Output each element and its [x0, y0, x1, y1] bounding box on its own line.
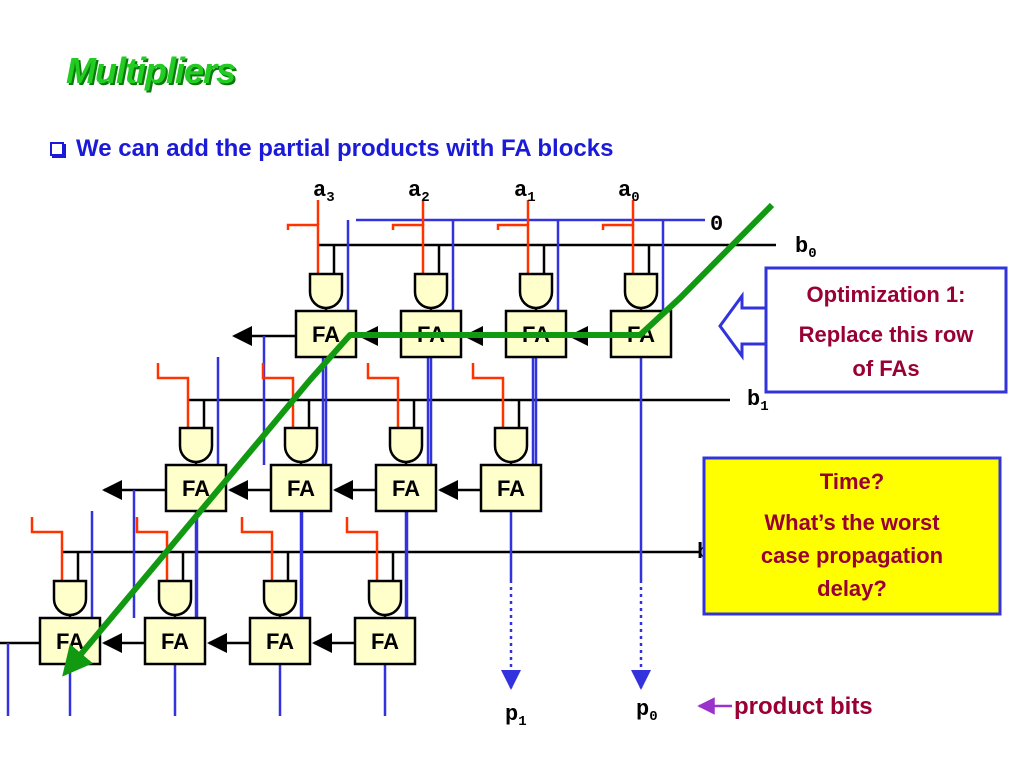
time-line-2: What’s the worst	[764, 510, 940, 535]
and-gate-r0-c0	[308, 272, 344, 310]
label-a0: a0	[618, 178, 640, 206]
label-p1: p1	[505, 702, 527, 730]
fa-label-r0-c0: FA	[312, 322, 340, 347]
and-gate-r1-c0	[178, 426, 214, 464]
fa-label-r2-c0: FA	[56, 629, 84, 654]
fa-label-r1-c3: FA	[497, 476, 525, 501]
label-zero: 0	[710, 212, 723, 237]
and-gate-r1-c2	[388, 426, 424, 464]
fa-label-r2-c1: FA	[161, 629, 189, 654]
optimization-line-3: of FAs	[852, 356, 919, 381]
time-question-box: Time? What’s the worst case propagation …	[702, 456, 1002, 616]
time-line-3: case propagation	[761, 543, 943, 568]
optimization-line-1: Optimization 1:	[807, 282, 966, 307]
critical-path-line	[62, 202, 775, 677]
and-gate-r0-c1	[413, 272, 449, 310]
label-a1: a1	[514, 178, 536, 206]
and-gate-r2-c3	[367, 579, 403, 617]
a-input-wire-r2-c3	[345, 517, 379, 581]
fa-block-r2-c1	[143, 616, 207, 666]
a-input-wire-r1-c2	[366, 363, 400, 428]
and-gate-r2-c0	[52, 579, 88, 617]
bullet-text: We can add the partial products with FA …	[76, 135, 614, 162]
a-input-wire-r0-c3	[601, 223, 635, 274]
slide-title: Multipliers	[66, 50, 236, 91]
fa-label-r1-c1: FA	[287, 476, 315, 501]
a-input-wire-r0-c2	[496, 223, 530, 274]
optimization-callout: Optimization 1: Replace this row of FAs	[718, 266, 1008, 394]
and-gate-r1-c3	[493, 426, 529, 464]
checkbox-bullet-icon	[50, 142, 64, 156]
a-input-wire-r1-c3	[471, 363, 505, 428]
fa-label-r1-c2: FA	[392, 476, 420, 501]
fa-block-r1-c3	[479, 463, 543, 513]
callout-arrow-icon	[718, 291, 766, 361]
fa-label-r2-c3: FA	[371, 629, 399, 654]
label-a2: a2	[408, 178, 430, 206]
label-b1: b1	[747, 387, 769, 415]
optimization-line-2: Replace this row	[799, 322, 975, 347]
a-input-wire-r1-c0	[156, 363, 190, 428]
and-gate-r1-c1	[283, 426, 319, 464]
fa-label-r1-c0: FA	[182, 476, 210, 501]
bullet-item: We can add the partial products with FA …	[50, 135, 613, 163]
critical-path	[62, 202, 775, 677]
label-a3: a3	[313, 178, 335, 206]
a-input-wire-r0-c0	[286, 223, 320, 274]
fa-block-r2-c3	[353, 616, 417, 666]
and-gate-r0-c3	[623, 272, 659, 310]
label-b0: b0	[795, 234, 817, 262]
label-p0: p0	[636, 697, 658, 725]
fa-block-r1-c1	[269, 463, 333, 513]
and-gate-r2-c1	[157, 579, 193, 617]
product-bits-label: product bits	[734, 693, 873, 720]
fa-block-r1-c2	[374, 463, 438, 513]
and-gate-r2-c2	[262, 579, 298, 617]
optimization-box	[764, 266, 1008, 394]
fa-block-r1-c0	[164, 463, 228, 513]
time-line-4: delay?	[817, 576, 887, 601]
and-gate-r0-c2	[518, 272, 554, 310]
fa-label-r2-c2: FA	[266, 629, 294, 654]
a-input-wire-r2-c1	[135, 517, 169, 581]
a-input-wire-r2-c2	[240, 517, 274, 581]
fa-block-r2-c2	[248, 616, 312, 666]
a-input-wire-r2-c0	[30, 517, 64, 581]
a-input-wire-r0-c1	[391, 223, 425, 274]
time-line-1: Time?	[820, 469, 884, 494]
